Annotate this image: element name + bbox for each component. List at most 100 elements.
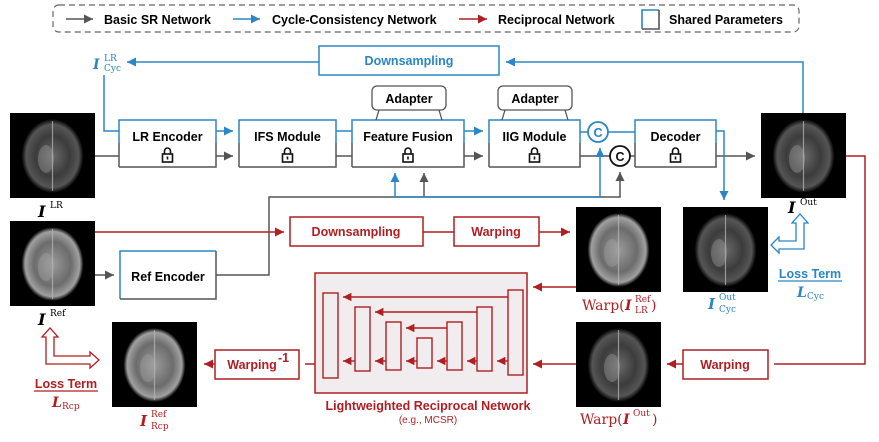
legend-reciprocal-label: Reciprocal Network xyxy=(498,13,615,27)
unet-block xyxy=(322,292,339,379)
feature-fusion-box: Feature Fusion xyxy=(351,119,465,168)
loss-term-rcp: Loss Term L Rcp xyxy=(34,327,100,412)
lr-encoder-box: LR Encoder xyxy=(118,119,217,168)
ifs-module-label: IFS Module xyxy=(254,130,321,144)
warping-top-label: Warping xyxy=(471,225,521,239)
concat-blue-label: C xyxy=(593,126,602,140)
decoder-to-cyc-out-arrow xyxy=(716,130,729,200)
loss-cyc-title: Loss Term xyxy=(779,267,841,281)
loss-cyc-sub: Cyc xyxy=(807,292,824,302)
adapter-1-label: Adapter xyxy=(385,92,432,106)
warp-lr-ref-sup: Ref xyxy=(635,295,651,305)
warp-out-main: I xyxy=(622,412,630,428)
legend: Basic SR Network Cycle-Consistency Netwo… xyxy=(52,4,800,33)
cyc-lr-sub: Cyc xyxy=(104,64,121,74)
warping-inv-label: Warping xyxy=(227,358,277,372)
ref-encoder-label: Ref Encoder xyxy=(131,270,205,284)
ref-label: I Ref xyxy=(37,309,66,329)
ref-image xyxy=(10,221,95,306)
warping-inv-box: Warping -1 xyxy=(214,349,300,380)
warp-lr-ref-sub: LR xyxy=(635,306,648,316)
rcp-ref-main: I xyxy=(139,412,148,430)
warp-out-label: Warp( I Out ) xyxy=(580,409,657,428)
out-to-warping-bottom-line xyxy=(774,155,866,365)
cyc-out-main: I xyxy=(707,295,716,313)
feature-fusion-label: Feature Fusion xyxy=(363,130,453,144)
warping-top-box: Warping xyxy=(453,216,540,247)
iig-module-box: IIG Module xyxy=(488,119,581,168)
unet-blocks xyxy=(322,289,524,379)
warping-inv-sup: -1 xyxy=(278,351,289,365)
shared-parameters-icon xyxy=(641,9,660,30)
reciprocal-network-title: Lightweighted Reciprocal Network xyxy=(326,399,531,413)
lr-label: I LR xyxy=(37,201,63,221)
cyc-out-to-downsampling-arrow xyxy=(506,57,804,113)
warp-lr-ref-main: I xyxy=(624,298,632,314)
legend-frame xyxy=(52,4,800,33)
legend-shared-label: Shared Parameters xyxy=(669,13,783,27)
loss-cyc-arrow-icon xyxy=(770,213,810,255)
ref-to-concat-blue-arrow xyxy=(395,148,605,198)
decoder-box: Decoder xyxy=(634,119,717,168)
downsampling-cyc-box: Downsampling xyxy=(318,45,500,76)
lr-encoder-label: LR Encoder xyxy=(132,130,202,144)
adapter-2: Adapter xyxy=(497,85,573,121)
warping-bottom-box: Warping xyxy=(682,349,769,380)
downsampling-cyc-label: Downsampling xyxy=(365,54,454,68)
loss-term-cyc: Loss Term L Cyc xyxy=(770,213,842,302)
unet-block xyxy=(476,306,493,372)
cyc-lr-sup: LR xyxy=(104,54,117,64)
iig-module-label: IIG Module xyxy=(503,130,567,144)
out-label: I Out xyxy=(787,198,817,217)
cyc-out-sup: Out xyxy=(719,293,736,303)
warp-lr-ref-suffix: ) xyxy=(651,298,656,314)
cyc-lr-main: I xyxy=(92,57,100,73)
ref-enc-to-concat-gray-arrow xyxy=(216,172,625,276)
rcp-ref-sup: Ref xyxy=(151,410,167,420)
loss-cyc-symbol: L xyxy=(796,285,807,301)
warp-lr-ref-label: Warp( I Ref LR ) xyxy=(582,295,656,316)
out-label-main: I xyxy=(787,198,796,217)
warping-bottom-label: Warping xyxy=(700,358,750,372)
unet-block xyxy=(446,321,463,371)
lock-icon xyxy=(161,147,174,163)
adapter-2-label: Adapter xyxy=(511,92,558,106)
reciprocal-network-box: Lightweighted Reciprocal Network (e.g., … xyxy=(314,272,531,426)
adapter-1: Adapter xyxy=(371,85,447,121)
legend-basic-label: Basic SR Network xyxy=(104,13,211,27)
reciprocal-network-subtitle: (e.g., MCSR) xyxy=(399,415,457,426)
loss-rcp-sub: Rcp xyxy=(62,402,80,412)
warp-out-sup: Out xyxy=(633,409,650,419)
loss-rcp-symbol: L xyxy=(51,395,62,411)
concat-gray-label: C xyxy=(615,150,624,164)
lr-image xyxy=(10,113,95,198)
lock-icon xyxy=(402,147,414,163)
warp-out-image xyxy=(576,322,661,407)
ref-label-main: I xyxy=(37,310,46,329)
warp-lr-ref-prefix: Warp( xyxy=(582,298,625,314)
unet-block xyxy=(385,321,402,371)
legend-cycle-label: Cycle-Consistency Network xyxy=(272,13,437,27)
unet-block xyxy=(354,306,371,372)
lr-label-main: I xyxy=(37,202,46,221)
out-image xyxy=(761,113,846,198)
unet-block xyxy=(416,337,433,369)
downsampling-rcp-box: Downsampling xyxy=(289,216,424,247)
loss-rcp-arrow-icon xyxy=(40,327,100,370)
ref-label-sup: Ref xyxy=(50,309,66,319)
warp-out-prefix: Warp( xyxy=(580,412,623,428)
ifs-module-box: IFS Module xyxy=(238,119,337,168)
ref-encoder-box: Ref Encoder xyxy=(119,250,217,300)
rcp-ref-image xyxy=(112,322,197,407)
unet-block xyxy=(507,289,524,376)
decoder-label: Decoder xyxy=(650,130,700,144)
rcp-ref-label: I Ref Rcp xyxy=(139,410,169,432)
lock-icon xyxy=(281,147,294,163)
cyc-out-image xyxy=(683,207,768,292)
loss-rcp-title: Loss Term xyxy=(35,377,97,391)
downsampling-rcp-label: Downsampling xyxy=(312,225,401,239)
cyc-lr-to-encoder-line xyxy=(103,75,119,132)
concat-blue-icon: C xyxy=(587,121,609,143)
warp-out-suffix: ) xyxy=(652,412,657,428)
